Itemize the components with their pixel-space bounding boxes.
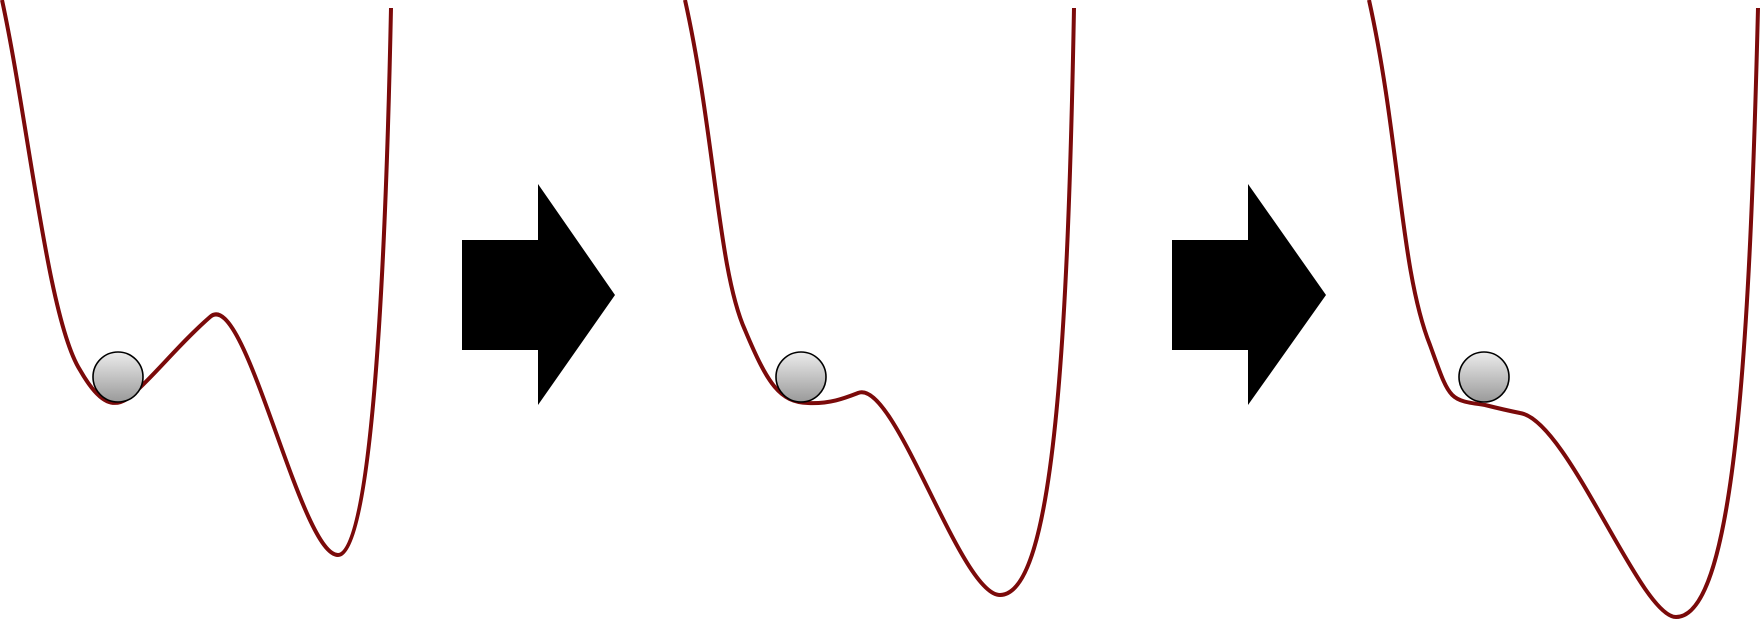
- potential-curve-2: [683, 0, 1076, 597]
- panel-2-tilted-potential: [683, 0, 1076, 597]
- ball: [1458, 351, 1510, 403]
- panel-3-tilted-potential: [1367, 0, 1760, 619]
- right-arrow-icon: [1172, 184, 1326, 405]
- right-arrow-icon: [462, 184, 615, 405]
- ball: [775, 351, 827, 403]
- potential-curve-3: [1367, 0, 1760, 619]
- ball: [92, 351, 144, 403]
- panel-1-double-well: [0, 0, 393, 557]
- potential-curve-1: [0, 0, 393, 557]
